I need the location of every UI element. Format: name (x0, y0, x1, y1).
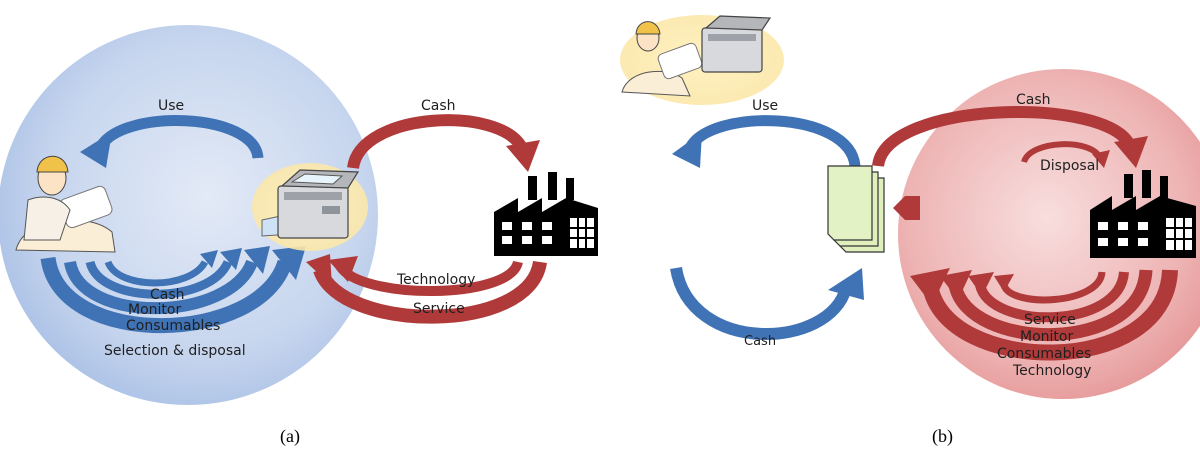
label-cash-b: Cash (1016, 92, 1051, 108)
disposal-arrow (1021, 141, 1110, 168)
cash-arrow-to-factory (347, 114, 540, 172)
printer-icon (252, 163, 368, 251)
factory-to-printer-arrows (313, 259, 547, 324)
worker-printer-icon (620, 15, 784, 105)
label-technology-b: Technology (1012, 363, 1091, 379)
use-arrow-b (672, 115, 861, 168)
caption-a: (a) (280, 426, 300, 447)
label-monitor-b: Monitor (1020, 329, 1073, 345)
label-consumables-b: Consumables (997, 346, 1091, 362)
arrowhead-monitor (220, 248, 242, 270)
arrowhead-consumables-b (940, 270, 972, 300)
label-service-a: Service (413, 301, 465, 317)
label-monitor-a: Monitor (128, 302, 181, 318)
panel-a: Use Cash Technology Service Cash Monitor… (0, 25, 598, 447)
documents-icon (827, 165, 885, 253)
label-cash-inner-a: Cash (150, 287, 185, 303)
arrowhead-service-b (994, 274, 1014, 292)
label-cash-bottom-b: Cash (744, 334, 776, 349)
label-service-b: Service (1024, 312, 1076, 328)
arrowhead-technology-b (910, 268, 950, 305)
factory-icon-b (1090, 170, 1196, 258)
cash-arrow-to-factory-b (872, 106, 1148, 168)
arrowhead-cash (200, 250, 218, 268)
use-arrow (80, 115, 264, 168)
arrowhead-service (306, 254, 332, 286)
cash-arrow-to-documents (670, 266, 864, 340)
panel-b: Use Cash Disposal Cash Service Monitor C… (620, 15, 1200, 447)
arrowhead-monitor-b (968, 272, 994, 296)
customer-to-printer-arrows (40, 256, 293, 334)
label-disposal-b: Disposal (1040, 158, 1099, 174)
arrow-into-documents (893, 196, 920, 220)
arrowhead-technology (328, 256, 358, 282)
label-use-b: Use (752, 98, 778, 114)
label-use-a: Use (158, 98, 184, 114)
label-consumables-a: Consumables (126, 318, 220, 334)
label-technology-a: Technology (396, 272, 475, 288)
arrowhead-consumables (244, 246, 270, 274)
label-cash-a: Cash (421, 98, 456, 114)
arrowhead-selection (272, 246, 306, 280)
factory-icon-a (494, 172, 598, 256)
worker-icon (15, 155, 116, 253)
provider-to-customer-arrows (922, 269, 1178, 361)
caption-b: (b) (932, 426, 953, 447)
label-selection-disposal-a: Selection & disposal (104, 343, 246, 359)
